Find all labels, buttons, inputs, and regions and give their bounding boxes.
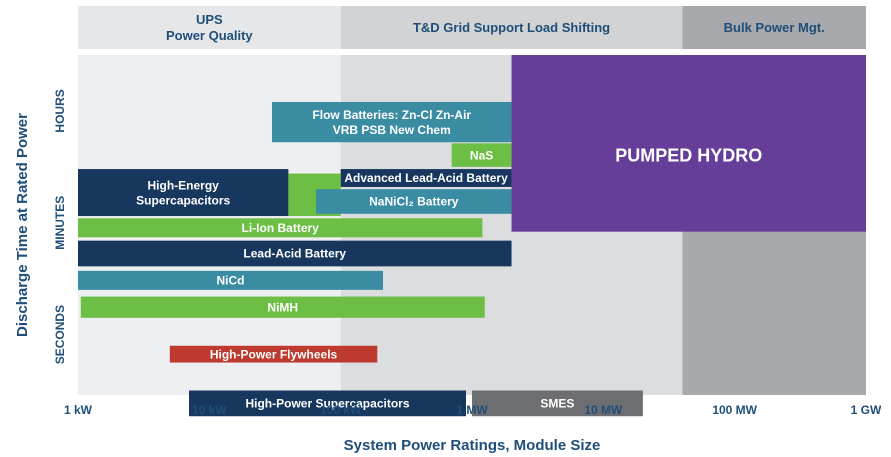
y-band-label-minutes: MINUTES bbox=[53, 196, 67, 250]
application-ups-power-quality bbox=[78, 6, 341, 49]
bar-label-high-energy-supercapacitors-line-2: Supercapacitors bbox=[136, 193, 230, 207]
application-bulk-power-mgt bbox=[682, 6, 866, 49]
bar-label-flow-batteries-zn-cl-zn-air-vrb-psb-new-chem-line-2: VRB PSB New Chem bbox=[333, 123, 451, 137]
x-tick-label: 10 kW bbox=[192, 403, 227, 417]
y-axis-title: Discharge Time at Rated Power bbox=[14, 113, 31, 337]
bar-high-power-flywheels bbox=[169, 345, 378, 363]
bar-label-flow-batteries-zn-cl-zn-air-vrb-psb-new-chem-line-1: Flow Batteries: Zn-Cl Zn-Air bbox=[312, 108, 471, 122]
bar-label-high-energy-supercapacitors-line-1: High-Energy bbox=[148, 178, 220, 192]
bar-nas bbox=[451, 143, 512, 167]
bar-high-energy-supercapacitors bbox=[78, 169, 289, 217]
x-tick-label: 10 MW bbox=[584, 403, 623, 417]
bar-nicd bbox=[78, 270, 383, 290]
bar-flow-batteries-zn-cl-zn-air-vrb-psb-new-chem bbox=[271, 101, 512, 143]
bar-pumped-hydro bbox=[511, 55, 866, 232]
bar-label-nicd: NiCd bbox=[216, 274, 244, 288]
bar-lead-acid-battery bbox=[78, 240, 512, 267]
x-tick-label: 1 MW bbox=[456, 403, 488, 417]
y-band-label-hours: HOURS bbox=[53, 89, 67, 132]
bar-label-nimh: NiMH bbox=[267, 300, 298, 314]
bar-label-high-power-supercapacitors: High-Power Supercapacitors bbox=[245, 397, 409, 411]
bar-nanicl-battery bbox=[316, 189, 512, 214]
x-axis-title: System Power Ratings, Module Size bbox=[344, 437, 601, 454]
application-label-ups-power-quality-line-1: UPS bbox=[196, 12, 223, 27]
application-label-bulk-power-mgt: Bulk Power Mgt. bbox=[724, 20, 825, 35]
bar-smes bbox=[472, 390, 643, 417]
bar-label-nanicl-battery: NaNiCl₂ Battery bbox=[369, 195, 459, 209]
x-tick-label: 100 kW bbox=[320, 403, 362, 417]
y-band-label-seconds: SECONDS bbox=[53, 305, 67, 364]
bar-label-high-power-flywheels: High-Power Flywheels bbox=[210, 347, 338, 361]
bar-nimh bbox=[80, 296, 485, 318]
x-tick-label: 100 MW bbox=[712, 403, 757, 417]
bar-label-pumped-hydro: PUMPED HYDRO bbox=[615, 145, 762, 165]
axes: 1 kW 10 kW 100 kW 1 MW 10 MW 100 MW 1 GW System… bbox=[14, 89, 882, 454]
application-t-d-grid-support-load-shifting bbox=[340, 6, 683, 49]
bar-li-ion-battery bbox=[78, 218, 483, 238]
x-tick-label: 1 GW bbox=[851, 403, 882, 417]
bar-high-power-supercapacitors bbox=[188, 390, 466, 417]
bar-label-advanced-lead-acid-battery: Advanced Lead-Acid Battery bbox=[344, 171, 508, 185]
bar-label-nas: NaS bbox=[470, 148, 493, 162]
bar-label-smes: SMES bbox=[540, 397, 574, 411]
bar-label-lead-acid-battery: Lead-Acid Battery bbox=[243, 247, 346, 261]
x-tick-label: 1 kW bbox=[64, 403, 93, 417]
application-label-ups-power-quality-line-2: Power Quality bbox=[166, 28, 253, 43]
bar-label-li-ion-battery: Li-Ion Battery bbox=[242, 221, 320, 235]
bar-advanced-lead-acid-battery bbox=[340, 169, 512, 187]
application-label-t-d-grid-support-load-shifting: T&D Grid Support Load Shifting bbox=[413, 20, 610, 35]
